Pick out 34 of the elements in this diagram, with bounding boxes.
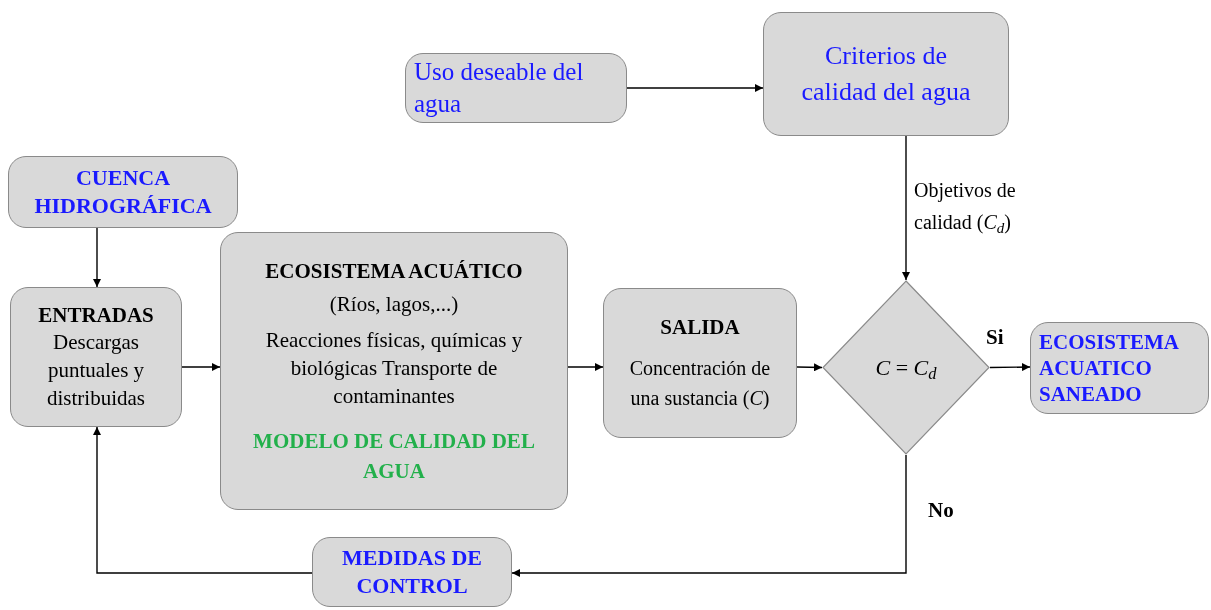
arrow	[902, 135, 910, 281]
process-box	[220, 232, 568, 510]
arrow	[181, 363, 221, 371]
process-box	[763, 12, 1009, 136]
arrow	[796, 363, 823, 372]
node-label: CUENCA HIDROGRÁFICA	[33, 164, 213, 220]
edge-label: Objetivos de calidad (C$_{d}$)	[914, 178, 1017, 238]
process-box	[405, 53, 627, 123]
condition-text: C = C$_{d}$	[875, 354, 937, 384]
process-box	[1030, 322, 1209, 414]
node-title: ENTRADAS	[38, 302, 154, 328]
node-label: ECOSISTEMA ACUATICO SANEADO	[1039, 329, 1180, 407]
arrow	[567, 363, 604, 371]
node-title: SALIDA	[660, 314, 740, 341]
node-label: Criterios de calidad del agua	[800, 40, 972, 108]
edge-label: Si	[986, 324, 1004, 351]
node-text: Reacciones físicas, químicas y biológicas Transporte de contaminantes	[264, 327, 524, 410]
node-label: Uso deseable del agua	[414, 57, 585, 119]
node-label: MEDIDAS DE CONTROL	[341, 544, 483, 600]
model-label: MODELO DE CALIDAD DEL AGUA	[252, 428, 536, 485]
node-subtitle: (Ríos, lagos,...)	[329, 291, 459, 318]
process-box	[10, 287, 182, 427]
process-box	[603, 288, 797, 438]
edge-label: No	[928, 497, 954, 524]
process-box	[8, 156, 238, 228]
arrow	[93, 426, 313, 574]
node-text: Concentración de una sustancia (C)	[628, 356, 772, 412]
arrow	[626, 84, 764, 92]
node-title: ECOSISTEMA ACUÁTICO	[265, 258, 523, 285]
arrow	[93, 227, 101, 288]
process-box	[312, 537, 512, 607]
arrow	[511, 454, 907, 577]
arrow	[989, 363, 1031, 372]
node-text: Descargas puntuales y distribuidas	[46, 329, 146, 412]
